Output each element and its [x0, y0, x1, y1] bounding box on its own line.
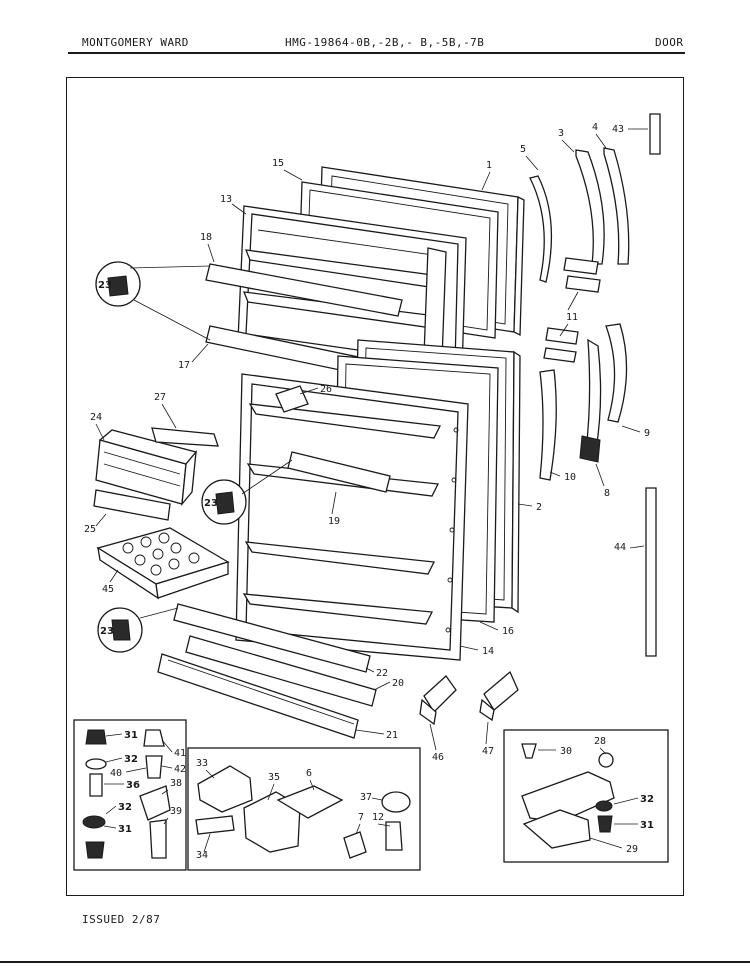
callout-31-c: 31 [640, 820, 654, 831]
callout-41: 41 [174, 748, 186, 759]
callout-25: 25 [84, 524, 96, 535]
callout-30: 30 [560, 746, 572, 757]
door-bar-21-edge [167, 659, 355, 725]
upper-hinge-set [529, 147, 630, 293]
callout-12: 12 [372, 812, 384, 823]
callout-3: 3 [558, 128, 564, 139]
callout-6: 6 [306, 768, 312, 779]
door-stop-47 [479, 670, 519, 722]
section-title: DOOR [655, 36, 684, 49]
callout-15: 15 [272, 158, 284, 169]
door-bar-22 [173, 603, 371, 673]
brand-name: MONTGOMERY WARD [82, 36, 189, 49]
door-stop-46 [419, 675, 457, 726]
zoom-circle-lower [97, 607, 179, 653]
callout-23-lower: 23 [100, 626, 114, 637]
middle-hinge-set [539, 323, 628, 481]
callout-32-a: 32 [124, 754, 138, 765]
callout-44: 44 [614, 542, 626, 553]
callout-19: 19 [328, 516, 340, 527]
callout-45: 45 [102, 584, 114, 595]
butter-retainer [93, 489, 171, 521]
header-rule [68, 52, 685, 54]
callout-27: 27 [154, 392, 166, 403]
callout-16: 16 [502, 626, 514, 637]
door-bar-21 [157, 653, 359, 739]
trim-strip-top [649, 113, 661, 155]
callout-13: 13 [220, 194, 232, 205]
callout-32-b: 32 [118, 802, 132, 813]
callout-47: 47 [482, 746, 494, 757]
diagram-frame [66, 77, 684, 896]
callout-10: 10 [564, 472, 576, 483]
callout-36: 36 [126, 780, 140, 791]
callout-37: 37 [360, 792, 372, 803]
hardware-middle-set [195, 765, 411, 859]
callout-39: 39 [170, 806, 182, 817]
callout-40: 40 [110, 768, 122, 779]
callout-24: 24 [90, 412, 102, 423]
callout-1: 1 [486, 160, 492, 171]
callout-32-c: 32 [640, 794, 654, 805]
callout-21: 21 [386, 730, 398, 741]
issued-date: ISSUED 2/87 [82, 913, 161, 926]
callout-7: 7 [358, 812, 364, 823]
callout-31-b: 31 [118, 824, 132, 835]
callout-34: 34 [196, 850, 208, 861]
hinge-bottom-set [521, 743, 615, 849]
callout-20: 20 [392, 678, 404, 689]
callout-33: 33 [196, 758, 208, 769]
callout-38: 38 [170, 778, 182, 789]
callout-43: 43 [612, 124, 624, 135]
callout-9: 9 [644, 428, 650, 439]
callout-26: 26 [320, 384, 332, 395]
callout-22: 22 [376, 668, 388, 679]
callout-35: 35 [268, 772, 280, 783]
callout-18: 18 [200, 232, 212, 243]
callout-23-upper: 23 [98, 280, 112, 291]
door-bar-20 [185, 635, 377, 707]
shelf-bracket [275, 385, 309, 413]
callout-17: 17 [178, 360, 190, 371]
callout-29: 29 [626, 844, 638, 855]
egg-tray [96, 527, 230, 600]
callout-46: 46 [432, 752, 444, 763]
callout-28: 28 [594, 736, 606, 747]
fresh-food-door-liner [235, 373, 469, 661]
footer-rule [0, 961, 750, 963]
callout-2: 2 [536, 502, 542, 513]
callout-31-a: 31 [124, 730, 138, 741]
zoom-circle-upper [95, 261, 211, 341]
dairy-bar [287, 451, 391, 493]
hardware-left-set [82, 729, 171, 859]
callout-11: 11 [566, 312, 578, 323]
callout-42: 42 [174, 764, 186, 775]
callout-5: 5 [520, 144, 526, 155]
callout-4: 4 [592, 122, 598, 133]
model-number: HMG-19864-0B,-2B,- B,-5B,-7B [285, 36, 485, 49]
butter-compartment [95, 429, 198, 507]
freezer-shelf-bar-upper [205, 263, 403, 317]
callout-14: 14 [482, 646, 494, 657]
trim-strip-side [645, 487, 657, 657]
callout-23-middle: 23 [204, 498, 218, 509]
callout-8: 8 [604, 488, 610, 499]
butter-door [151, 427, 219, 447]
zoom-circle-middle [201, 459, 293, 525]
